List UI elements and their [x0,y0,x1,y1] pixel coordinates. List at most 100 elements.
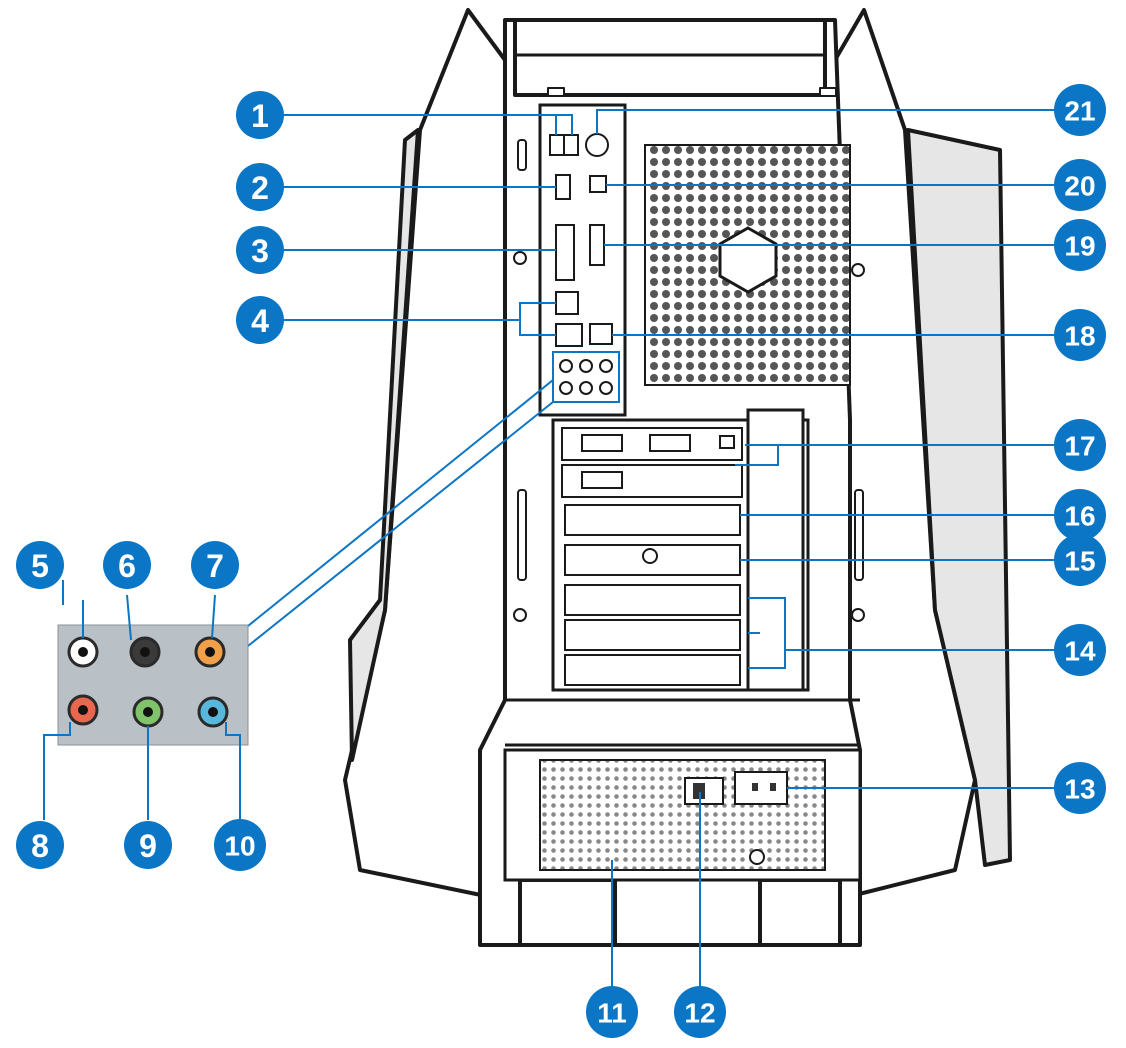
power-supply [503,748,862,882]
slot-cover-1 [564,584,741,616]
callout-circle [103,541,151,589]
callout-number: 15 [1064,546,1095,577]
callout-circle [1054,84,1106,136]
callout-number: 6 [118,548,136,584]
slot-cover-2 [564,619,741,651]
callout-9: 9 [124,821,172,869]
top-slot-right [819,87,837,97]
callout-5: 5 [16,541,64,589]
callout-number: 14 [1064,636,1096,667]
dvi-port [555,224,575,281]
callout-10: 10 [214,819,266,871]
callout-7: 7 [191,541,239,589]
usb-lower-ports [555,323,583,347]
leader-10 [225,722,241,820]
callout-circle [236,296,284,344]
callout-circle [1054,624,1106,676]
callout-circle [236,91,284,139]
side-slits [513,139,865,622]
case-left-foot [518,878,617,947]
leader-7 [211,594,216,639]
usb3-ports [555,291,579,315]
leader-6 [126,594,132,641]
top-slot-left [547,87,565,97]
leader-14 [748,597,1070,651]
callout-number: 5 [31,548,49,584]
callout-number: 21 [1064,96,1095,127]
callout-number: 19 [1064,231,1095,262]
callout-circle [1054,762,1106,814]
callout-circle [236,226,284,274]
callout-number: 9 [139,828,157,864]
esata-port [589,224,605,266]
callout-16: 16 [1054,489,1106,541]
fan-grille [644,144,851,386]
callout-circle [1054,534,1106,586]
callout-number: 16 [1064,501,1095,532]
callout-21: 21 [1054,84,1106,136]
callout-14: 14 [1054,624,1106,676]
callout-circle [16,541,64,589]
io-shield [538,103,627,417]
sound-card-bracket [564,504,741,536]
callout-circle [1054,419,1106,471]
optical-spdif-port [589,175,607,193]
callout-number: 8 [31,828,49,864]
callout-18: 18 [1054,309,1106,361]
leader-4 [282,302,556,321]
callout-15: 15 [1054,534,1106,586]
callout-2: 2 [236,163,284,211]
callout-circle [674,986,726,1038]
callout-20: 20 [1054,159,1106,211]
callout-number: 18 [1064,321,1095,352]
callout-circle [1054,219,1106,271]
fan-hub [718,226,778,294]
callout-circle [1054,159,1106,211]
callout-19: 19 [1054,219,1106,271]
callout-17: 17 [1054,419,1106,471]
callout-3: 3 [236,226,284,274]
expansion-slots [551,408,810,692]
callout-6: 6 [103,541,151,589]
callout-circle [191,541,239,589]
callout-number: 11 [597,998,627,1029]
lan-port [589,323,613,345]
callout-number: 1 [251,98,269,134]
case-right-outer-fin [906,128,1012,867]
case-right-foot [758,878,842,947]
case-top-handle [513,18,827,97]
hdmi-port [555,174,571,200]
callout-circle [1054,309,1106,361]
slot-cover-3 [564,654,741,686]
callout-13: 13 [1054,762,1106,814]
callout-number: 2 [251,170,269,206]
leader-lines [43,109,1070,990]
callout-11: 11 [586,986,638,1038]
audio-zoom-panel [57,624,249,746]
ac-power-socket [734,771,788,805]
callout-circle [214,819,266,871]
callout-number: 12 [684,998,715,1029]
callout-number: 10 [224,831,255,862]
callout-8: 8 [16,821,64,869]
callout-circle [586,986,638,1038]
callout-number: 4 [251,303,269,339]
clr-cmos-button [585,133,609,157]
callout-number: 7 [206,548,224,584]
callout-number: 17 [1064,431,1095,462]
leader-8 [43,722,71,820]
leader-17 [735,444,1070,466]
callout-4: 4 [236,296,284,344]
callout-circle [124,821,172,869]
callout-number: 3 [251,233,269,269]
callout-1: 1 [236,91,284,139]
case-left-outer-fin [348,128,420,762]
leader-21 [596,109,1070,134]
callout-number: 20 [1064,171,1095,202]
callout-number: 13 [1064,774,1095,805]
callout-circle [16,821,64,869]
audio-zoom-leaders [242,379,554,651]
callout-12: 12 [674,986,726,1038]
